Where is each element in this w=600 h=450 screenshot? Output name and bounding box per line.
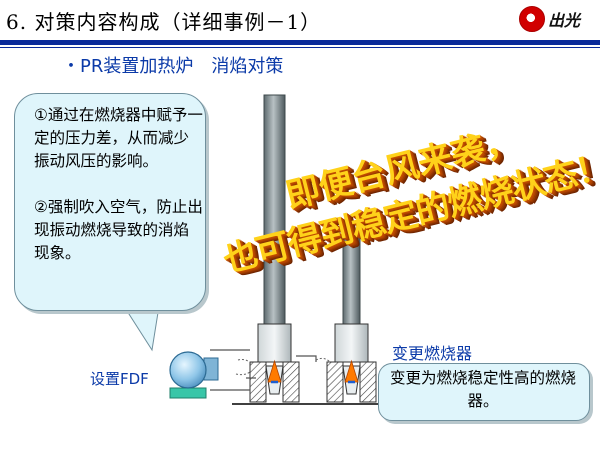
burner-left-wall-r [282,361,300,403]
fdf-fan-icon [169,351,207,389]
burner-right-housing [334,323,369,363]
logo-mark-icon [519,6,545,32]
burner-right-wall-l [326,361,344,403]
explanation-point-2: ②强制吹入空气，防止出现振动燃烧导致的消焰现象。 [34,198,203,262]
slide-title: 6. 对策内容构成（详细事例－1） [6,10,322,34]
explanation-text: ①通过在燃烧器中赋予一定的压力差，从而减少振动风压的影响。 ②强制吹入空气，防止… [34,104,204,265]
air-duct [210,349,317,391]
explanation-point-1: ①通过在燃烧器中赋予一定的压力差，从而减少振动风压的影响。 [34,106,203,170]
subtitle: ・PR装置加热炉消焰对策 [62,52,283,78]
subtitle-bullet: ・PR装置加热炉 [62,56,194,77]
fdf-base [169,387,207,399]
company-logo: 出光 [519,6,591,32]
burner-left-housing [257,323,292,363]
burner-change-label: 变更燃烧器 [392,344,473,363]
burner-note-text: 变更为燃烧稳定性高的燃烧器。 [389,369,576,410]
subtitle-topic: 消焰对策 [211,56,284,77]
burner-note-box [378,363,590,421]
title-rule-thin [0,47,600,48]
fdf-label: 设置FDF [90,370,149,388]
burner-left-wall-l [249,361,267,403]
logo-text: 出光 [548,11,581,30]
title-rule [0,40,600,45]
burner-right-wall-r [359,361,377,403]
air-flow-lines [235,357,331,376]
explanation-bubble [14,93,206,311]
